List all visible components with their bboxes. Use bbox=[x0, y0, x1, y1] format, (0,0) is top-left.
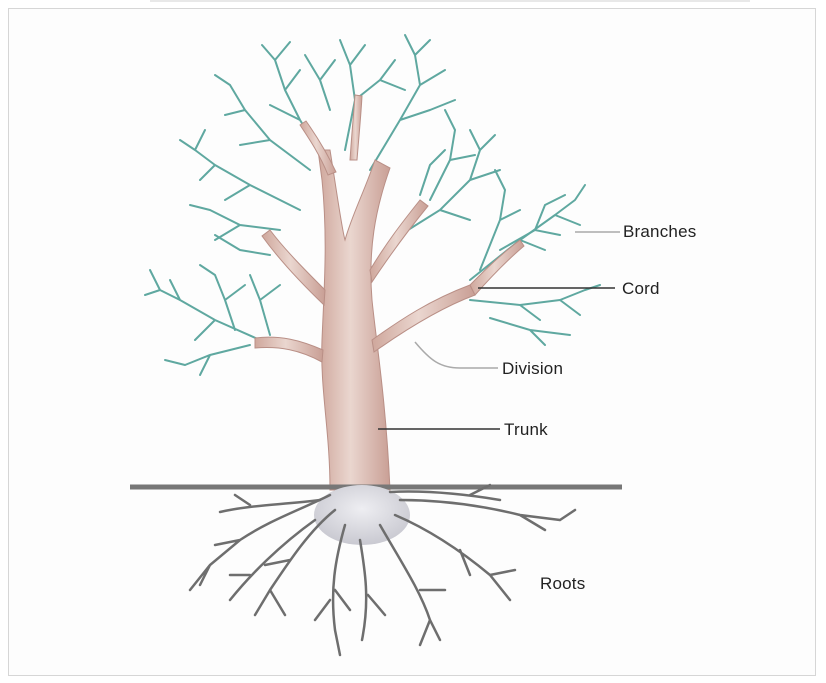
label-cord: Cord bbox=[622, 279, 660, 299]
leader-division bbox=[415, 342, 498, 368]
label-branches: Branches bbox=[623, 222, 696, 242]
label-division: Division bbox=[502, 359, 563, 379]
label-roots: Roots bbox=[540, 574, 585, 594]
label-trunk: Trunk bbox=[504, 420, 548, 440]
trunk-and-branches bbox=[255, 95, 524, 490]
